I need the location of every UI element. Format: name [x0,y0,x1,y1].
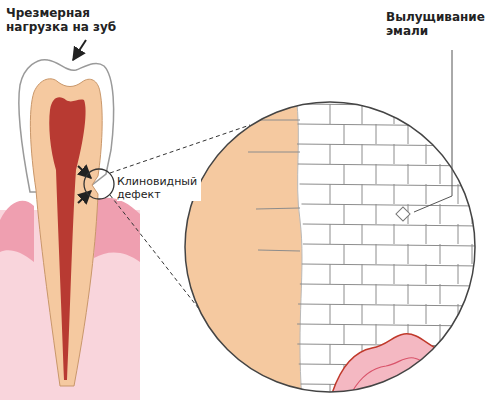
prism-line [394,304,395,324]
prism-line [458,144,459,164]
prism-line [458,264,459,284]
crack-line [256,208,300,209]
prism-line [440,244,441,264]
crack-line [248,152,300,153]
prism-line [458,184,459,204]
prism-line [298,304,480,306]
prism-line [376,244,377,264]
prism-line [472,244,473,264]
force-arrow [78,191,91,203]
prism-line [426,184,427,204]
prism-line [330,344,331,364]
prism-line [330,144,331,164]
prism-line [472,364,473,384]
prism-line [330,264,331,284]
callout-label: Вылущивание эмали [386,10,488,39]
prism-line [302,264,480,266]
prism-line [362,144,363,164]
pulp [49,97,85,380]
prism-line [394,104,395,124]
prism-line [344,164,345,184]
prism-line [344,324,345,344]
gum-right [94,198,140,262]
prism-line [458,344,459,364]
prism-line [330,104,331,124]
zoom-circle-small [84,169,114,199]
prism-line [408,284,409,304]
crack-line [215,120,300,121]
prism-line [440,164,441,184]
prism-line [458,384,459,400]
callout-label: Чрезмерная нагрузка на зуб [6,6,156,35]
prism-line [362,304,363,324]
prism-line [344,244,345,264]
zoom-content [180,95,480,400]
prism-line [440,124,441,144]
prism-line [394,384,395,400]
prism-line [300,284,480,286]
prism-line [426,224,427,244]
prism-line [408,164,409,184]
prism-line [330,224,331,244]
prism-line [362,224,363,244]
prism-line [472,124,473,144]
prism-line [303,244,480,246]
prism-line [344,204,345,224]
prism-line [426,264,427,284]
prism-line [458,224,459,244]
prism-line [440,364,441,384]
callout-label: Клиновидный дефект [117,175,201,201]
prism-line [394,264,395,284]
prism-line [376,164,377,184]
prism-line [440,284,441,304]
prism-line [426,384,427,400]
prism-line [472,284,473,304]
enamel-flake [396,207,410,221]
prism-line [301,204,480,206]
prism-line [297,124,480,126]
prism-line [376,204,377,224]
gum-left [0,201,34,262]
prism-line [408,244,409,264]
prism-line [376,284,377,304]
prism-line [344,124,345,144]
prism-line [330,304,331,324]
prism-line [394,224,395,244]
prism-line [303,224,480,226]
prism-line [362,104,363,124]
leader-line [414,50,452,212]
prism-line [301,384,480,386]
prism-line [299,104,480,106]
prism-line [440,204,441,224]
prism-line [394,184,395,204]
prism-line [344,284,345,304]
prism-line [362,184,363,204]
prism-line [472,324,473,344]
prism-line [298,164,480,166]
dentin-zoom [180,95,302,400]
prism-line [426,104,427,124]
prism-line [330,184,331,204]
crack-line [258,250,300,251]
prism-line [376,124,377,144]
prism-line [472,164,473,184]
zoom-circle-large [185,102,475,392]
prism-line [362,264,363,284]
prism-line [297,144,480,146]
enamel-prisms [215,104,480,400]
prism-line [376,324,377,344]
load-arrow [73,40,86,60]
prism-line [394,144,395,164]
prism-line [426,304,427,324]
prism-line [408,124,409,144]
prism-line [300,184,480,186]
prism-line [426,144,427,164]
prism-line [458,104,459,124]
dentin-root [30,79,102,386]
